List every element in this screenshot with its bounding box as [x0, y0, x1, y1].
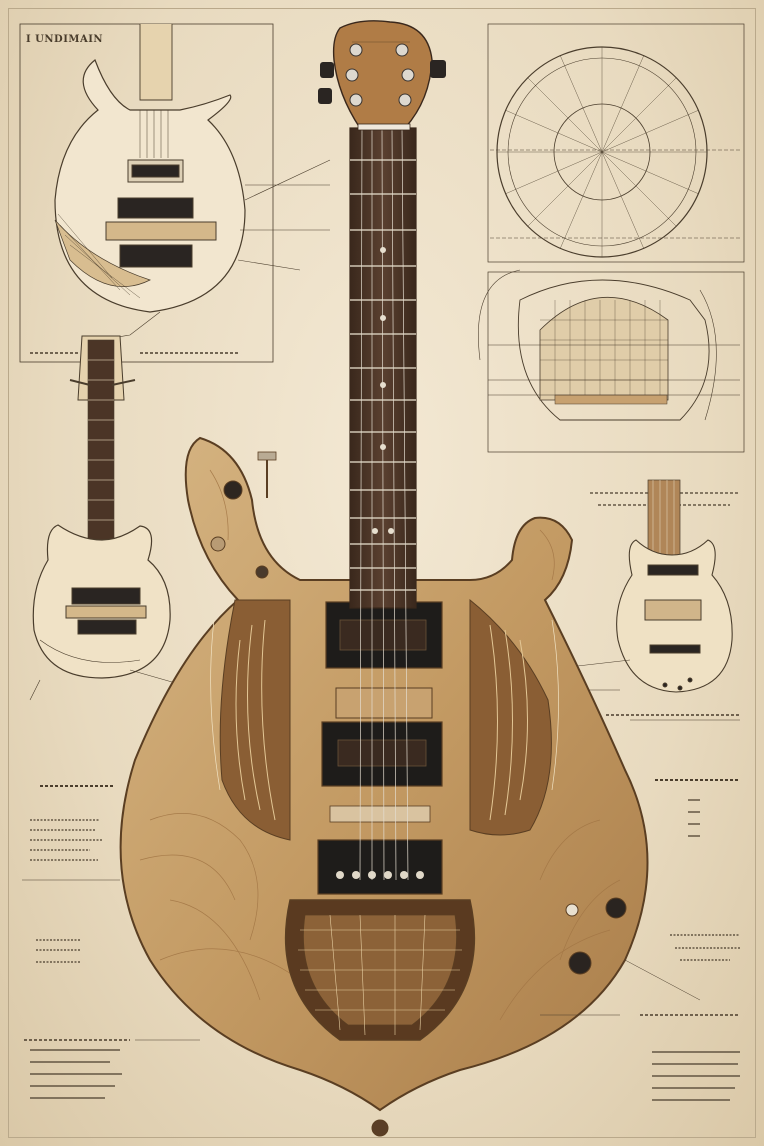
- sketch-left-small-guitar: [29, 335, 201, 701]
- sketch-top-right-circle: [487, 23, 745, 263]
- page-border: [8, 8, 756, 1138]
- annotation-lines: [22, 719, 740, 1101]
- main-guitar-neck: [318, 20, 446, 881]
- corner-title-label: I UNDIMAIN: [26, 34, 104, 45]
- sketch-right-middle-diagram: [478, 269, 745, 453]
- sketch-top-left: [19, 23, 331, 363]
- sketch-right-small-guitar: [559, 479, 740, 716]
